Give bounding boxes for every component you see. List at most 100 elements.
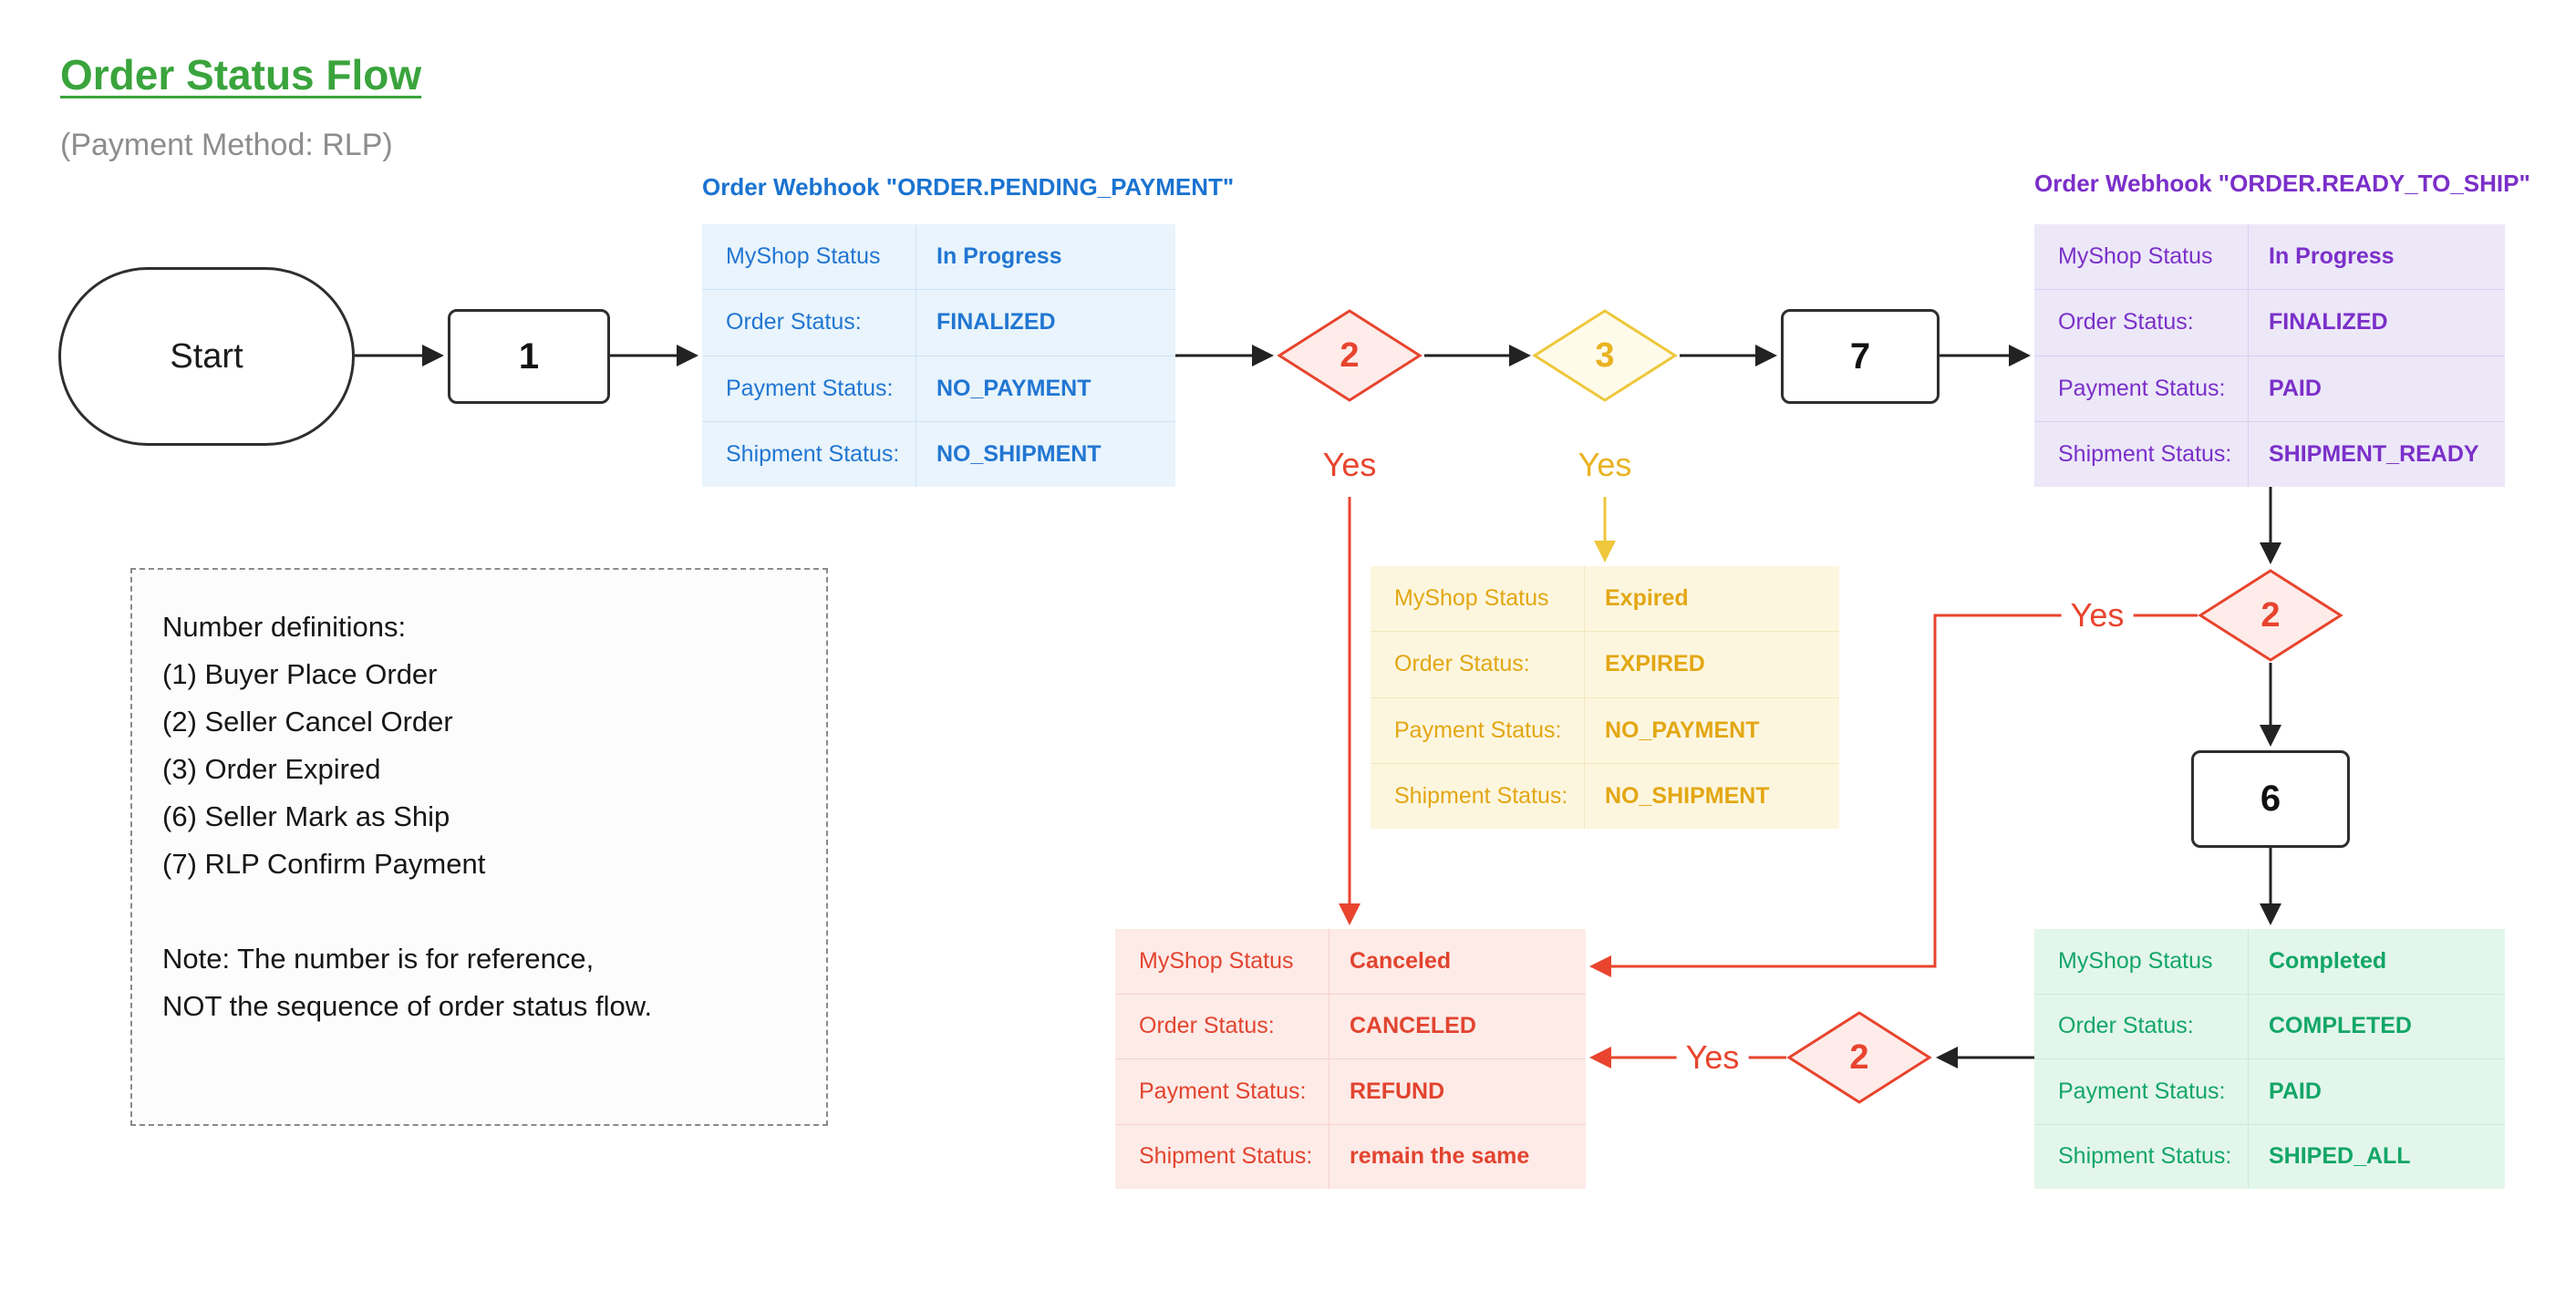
note-line: (7) RLP Confirm Payment	[162, 848, 486, 880]
start-node: Start	[58, 267, 355, 446]
row-label: MyShop Status	[2034, 224, 2249, 290]
row-value: REFUND	[1350, 1078, 1445, 1104]
table-row: Shipment Status: NO_SHIPMENT	[702, 421, 1175, 487]
row-label: Shipment Status:	[702, 421, 916, 487]
row-label: Shipment Status:	[2034, 421, 2249, 487]
edge-label-yes-expire: Yes	[1568, 444, 1641, 486]
table-row: MyShop Status Expired	[1371, 566, 1839, 633]
row-value: EXPIRED	[1605, 651, 1705, 677]
row-label: MyShop Status	[702, 224, 916, 290]
status-table-ready-to-ship: MyShop Status In Progress Order Status: …	[2034, 224, 2505, 487]
edge-label-yes-cancel-bottom: Yes	[1676, 1037, 1749, 1078]
row-value: In Progress	[2269, 243, 2395, 270]
row-value: Expired	[1605, 585, 1689, 612]
diamond-shape	[2198, 569, 2343, 662]
table-row: Shipment Status: remain the same	[1115, 1124, 1586, 1189]
process-node-7-label: 7	[1849, 335, 1871, 377]
decision-node-cancel-right-label: 2	[2260, 595, 2281, 635]
row-value: Completed	[2269, 947, 2387, 974]
page-subtitle: (Payment Method: RLP)	[60, 128, 393, 162]
diamond-shape	[1532, 309, 1678, 402]
table-row: Shipment Status: NO_SHIPMENT	[1371, 763, 1839, 829]
table-row: Payment Status: PAID	[2034, 1059, 2505, 1125]
decision-node-cancel-top: 2	[1277, 308, 1422, 403]
row-label: Order Status:	[2034, 290, 2249, 356]
row-value: PAID	[2269, 1078, 2322, 1104]
decision-node-cancel-bottom-label: 2	[1849, 1037, 1869, 1077]
table-row: Order Status: COMPLETED	[2034, 994, 2505, 1059]
diamond-shape	[1786, 1011, 1932, 1104]
row-value: FINALIZED	[2269, 309, 2388, 335]
row-label: Payment Status:	[1371, 697, 1585, 763]
decision-node-expire: 3	[1532, 308, 1678, 403]
process-node-7-rlp-confirm-payment: 7	[1781, 309, 1940, 404]
table-row: MyShop Status In Progress	[2034, 224, 2505, 291]
row-label: MyShop Status	[2034, 929, 2249, 994]
webhook-header-pending-payment: Order Webhook "ORDER.PENDING_PAYMENT"	[702, 173, 1235, 201]
note-line	[162, 888, 799, 935]
row-value: COMPLETED	[2269, 1013, 2412, 1039]
status-table-completed: MyShop Status Completed Order Status: CO…	[2034, 929, 2505, 1189]
process-node-6-seller-mark-as-ship: 6	[2191, 750, 2350, 848]
row-label: Payment Status:	[702, 356, 916, 421]
row-label: Order Status:	[702, 290, 916, 356]
row-value: SHIPED_ALL	[2269, 1143, 2411, 1170]
status-table-pending-payment: MyShop Status In Progress Order Status: …	[702, 224, 1175, 487]
row-label: Order Status:	[1115, 994, 1329, 1058]
note-line: Number definitions:	[162, 611, 407, 643]
row-value: NO_PAYMENT	[1605, 717, 1760, 743]
table-row: Order Status: FINALIZED	[2034, 290, 2505, 356]
process-node-6-label: 6	[2260, 779, 2281, 819]
table-row: Payment Status: REFUND	[1115, 1059, 1586, 1125]
row-label: Order Status:	[2034, 994, 2249, 1058]
note-line: (3) Order Expired	[162, 753, 381, 785]
process-node-1-label: 1	[518, 335, 540, 377]
row-label: MyShop Status	[1115, 929, 1329, 994]
note-line: (1) Buyer Place Order	[162, 658, 438, 690]
table-row: MyShop Status Canceled	[1115, 929, 1586, 995]
start-node-label: Start	[170, 336, 243, 376]
status-table-expired: MyShop Status Expired Order Status: EXPI…	[1371, 566, 1839, 829]
row-label: Payment Status:	[2034, 356, 2249, 421]
row-value: SHIPMENT_READY	[2269, 440, 2479, 467]
decision-node-cancel-right: 2	[2198, 568, 2343, 663]
note-line: Note: The number is for reference,	[162, 943, 595, 975]
note-line: NOT the sequence of order status flow.	[162, 990, 653, 1022]
row-label: Order Status:	[1371, 632, 1585, 697]
table-row: Payment Status: NO_PAYMENT	[1371, 697, 1839, 764]
table-row: MyShop Status In Progress	[702, 224, 1175, 291]
number-definitions-note: Number definitions: (1) Buyer Place Orde…	[130, 568, 828, 1126]
table-row: Shipment Status: SHIPED_ALL	[2034, 1124, 2505, 1189]
status-table-canceled: MyShop Status Canceled Order Status: CAN…	[1115, 929, 1586, 1189]
table-row: Order Status: CANCELED	[1115, 994, 1586, 1059]
row-label: MyShop Status	[1371, 566, 1585, 632]
row-label: Shipment Status:	[1371, 763, 1585, 829]
row-value: PAID	[2269, 375, 2322, 401]
row-label: Shipment Status:	[2034, 1124, 2249, 1189]
row-value: CANCELED	[1350, 1013, 1476, 1039]
row-value: Canceled	[1350, 947, 1452, 974]
decision-node-expire-label: 3	[1595, 335, 1615, 375]
row-value: In Progress	[936, 243, 1062, 270]
edge-label-yes-cancel-top: Yes	[1313, 444, 1386, 486]
table-row: Payment Status: NO_PAYMENT	[702, 356, 1175, 422]
webhook-header-ready-to-ship: Order Webhook "ORDER.READY_TO_SHIP"	[2034, 170, 2530, 197]
row-value: NO_PAYMENT	[936, 375, 1091, 401]
decision-node-cancel-bottom: 2	[1786, 1010, 1932, 1105]
process-node-1-buyer-place-order: 1	[448, 309, 610, 404]
diamond-shape	[1277, 309, 1422, 402]
edge-label-yes-cancel-right: Yes	[2061, 594, 2134, 636]
row-value: FINALIZED	[936, 309, 1056, 335]
row-value: NO_SHIPMENT	[1605, 782, 1770, 809]
row-value: NO_SHIPMENT	[936, 440, 1102, 467]
row-label: Payment Status:	[1115, 1059, 1329, 1124]
table-row: Order Status: FINALIZED	[702, 290, 1175, 356]
row-label: Payment Status:	[2034, 1059, 2249, 1124]
note-line: (2) Seller Cancel Order	[162, 706, 453, 738]
note-line: (6) Seller Mark as Ship	[162, 800, 450, 832]
table-row: Order Status: EXPIRED	[1371, 632, 1839, 698]
page-title: Order Status Flow	[60, 51, 422, 98]
decision-node-cancel-top-label: 2	[1340, 335, 1360, 375]
row-value: remain the same	[1350, 1143, 1530, 1170]
